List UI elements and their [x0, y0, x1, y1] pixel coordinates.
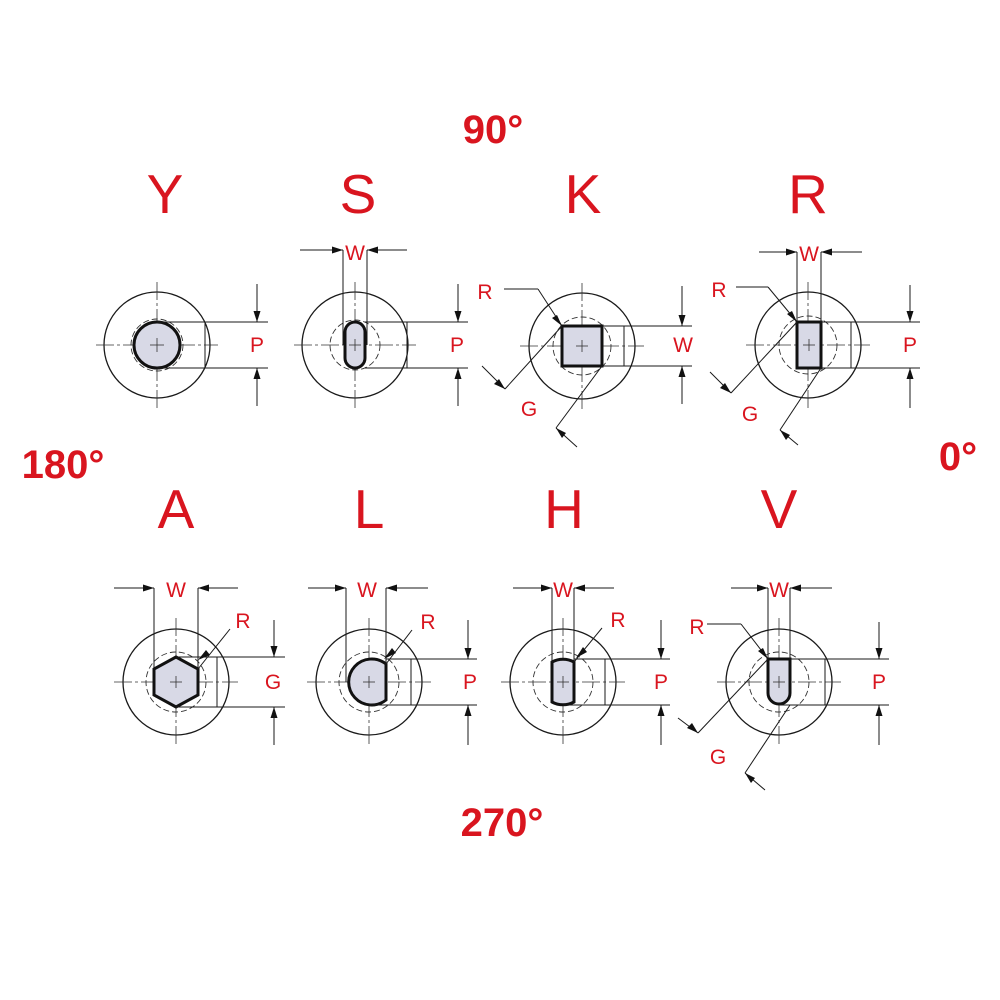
- shaft-v-dim-g: G: [710, 746, 726, 769]
- shaft-h-dim-w: W: [553, 579, 573, 602]
- shaft-v-dim-w: W: [769, 579, 789, 602]
- shaft-v-dim-r: R: [689, 616, 704, 639]
- shaft-h-drawing: [501, 584, 670, 746]
- angle-label-180: 180°: [22, 443, 105, 487]
- code-letter-a: A: [158, 478, 195, 540]
- shaft-r-dim-p: P: [903, 334, 917, 357]
- shaft-r-drawing: [709, 248, 920, 446]
- code-letter-v: V: [761, 478, 798, 540]
- shaft-k-dim-r: R: [477, 281, 492, 304]
- shaft-k-dim-g: G: [521, 398, 537, 421]
- shaft-k-dim-w: W: [673, 334, 693, 357]
- shaft-v-drawing: [677, 584, 889, 791]
- shaft-a-dim-g: G: [265, 671, 281, 694]
- code-letter-y: Y: [147, 163, 184, 225]
- shaft-y-drawing: [96, 282, 268, 408]
- code-letter-h: H: [544, 478, 584, 540]
- code-letter-s: S: [340, 163, 377, 225]
- angle-label-90: 90°: [463, 108, 524, 152]
- angle-label-0: 0°: [939, 435, 977, 479]
- shaft-l-dim-r: R: [420, 611, 435, 634]
- code-letter-l: L: [354, 478, 385, 540]
- shaft-r-dim-r: R: [711, 279, 726, 302]
- shaft-s-dim-w: W: [345, 242, 365, 265]
- code-letter-k: K: [565, 163, 602, 225]
- angle-label-270: 270°: [461, 801, 544, 845]
- shaft-r-dim-w: W: [799, 243, 819, 266]
- shaft-h-dim-r: R: [610, 609, 625, 632]
- shaft-l-dim-p: P: [463, 671, 477, 694]
- shaft-l-dim-w: W: [357, 579, 377, 602]
- shaft-r-dim-g: G: [742, 403, 758, 426]
- shaft-l-drawing: [307, 584, 477, 746]
- shaft-v-dim-p: P: [872, 671, 886, 694]
- code-letter-r: R: [788, 163, 828, 225]
- shaft-a-dim-w: W: [166, 579, 186, 602]
- shaft-s-drawing: [294, 246, 468, 408]
- shaft-y-dim-p: P: [250, 334, 264, 357]
- shaft-a-drawing: [114, 584, 285, 746]
- shaft-h-dim-p: P: [654, 671, 668, 694]
- shaft-s-dim-p: P: [450, 334, 464, 357]
- shaft-k-drawing: [481, 283, 692, 448]
- shaft-a-dim-r: R: [235, 610, 250, 633]
